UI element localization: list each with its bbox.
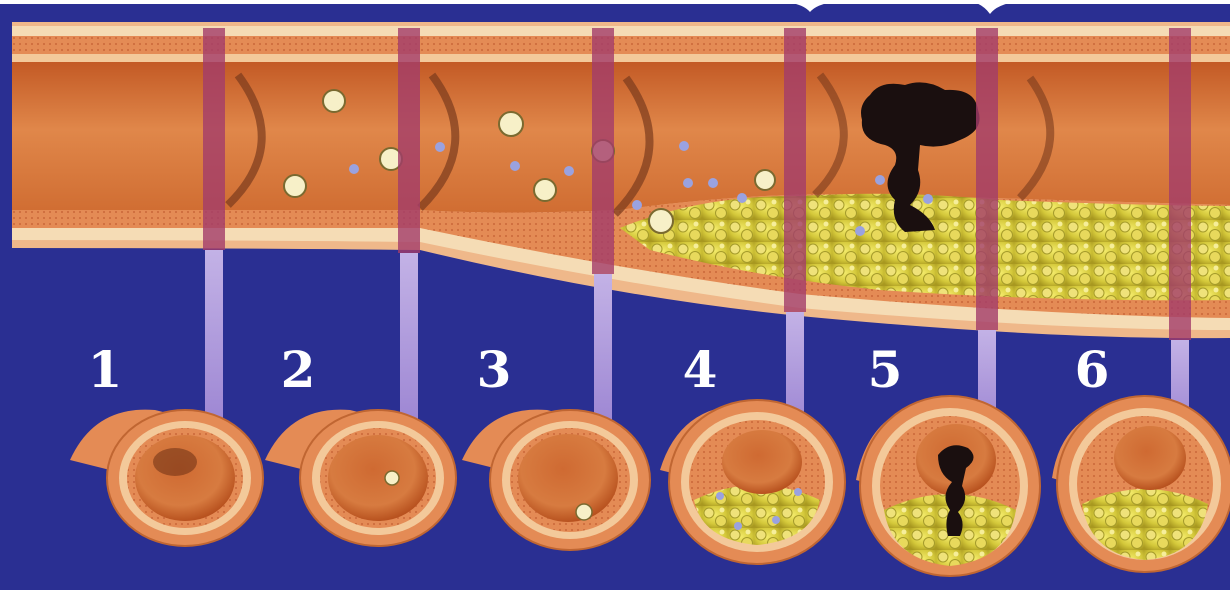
stage-number-6: 6 [1075,340,1110,399]
stage-number-4: 4 [683,340,718,399]
stage-number-2: 2 [281,340,316,399]
stage-number-1: 1 [88,340,123,399]
stage-number-5: 5 [868,340,903,399]
top-border [0,0,1230,4]
stage-number-3: 3 [477,340,512,399]
